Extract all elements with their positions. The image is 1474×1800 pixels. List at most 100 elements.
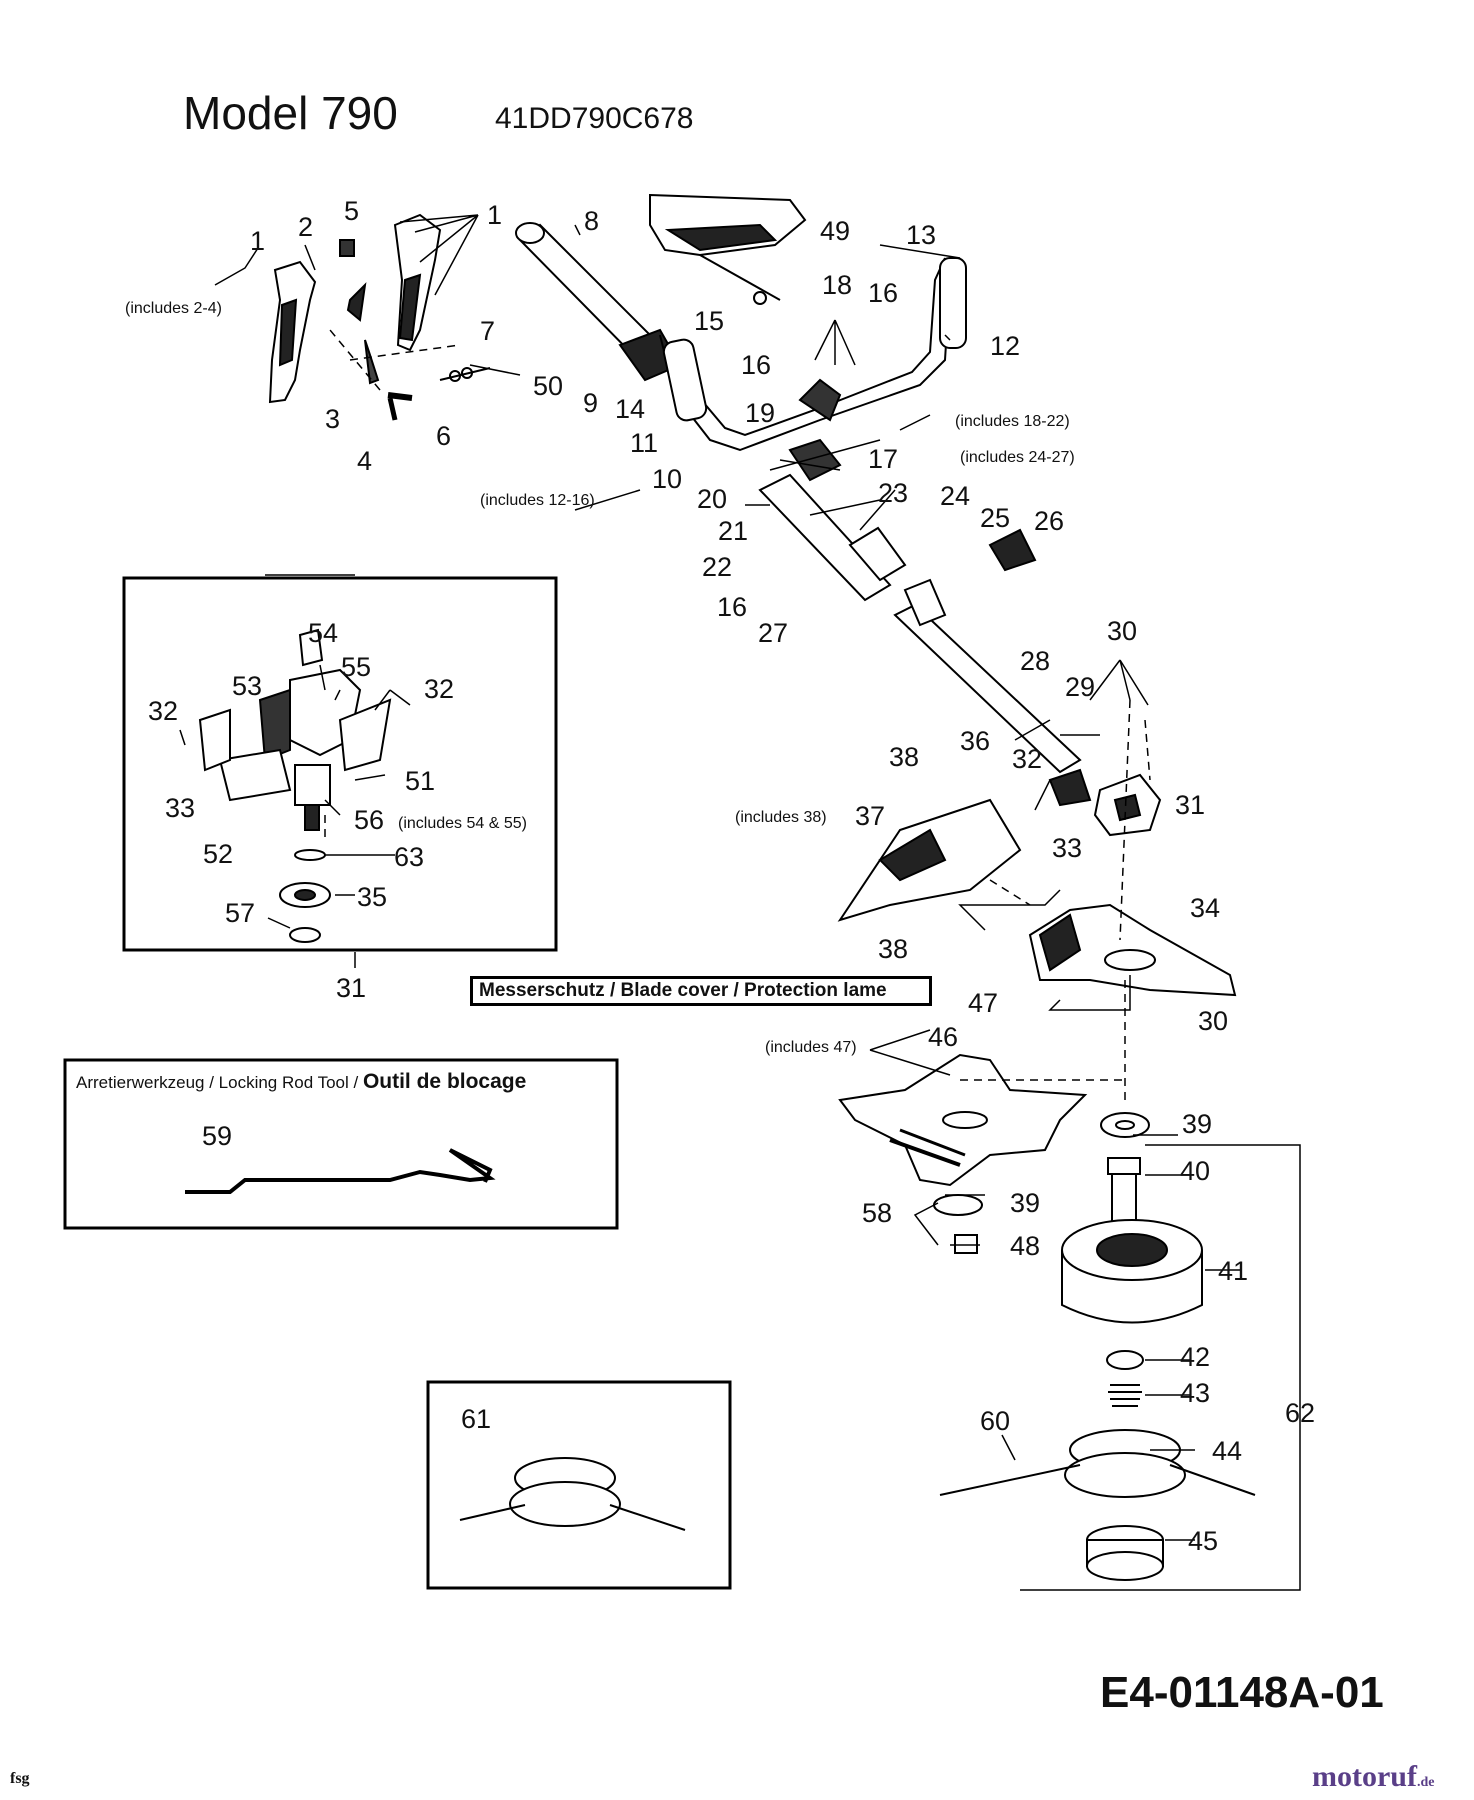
callout-19: 19	[745, 398, 775, 428]
callout-26: 26	[1034, 506, 1064, 536]
note-includes-18-22: (includes 18-22)	[955, 413, 1070, 430]
fsg-mark: fsg	[10, 1770, 30, 1787]
include-notes: (includes 2-4) (includes 12-16) (include…	[125, 300, 1075, 1056]
callout-46: 46	[928, 1022, 958, 1052]
blade-cover-label: Messerschutz / Blade cover / Protection …	[470, 976, 932, 1006]
tool-caption-fr: Outil de blocage	[362, 1070, 527, 1093]
callout-39b: 39	[1010, 1188, 1040, 1218]
callout-55: 55	[341, 652, 371, 682]
callout-28: 28	[1020, 646, 1050, 676]
callout-8: 8	[584, 206, 599, 236]
note-includes-47: (includes 47)	[765, 1039, 857, 1056]
callout-32c: 32	[424, 674, 454, 704]
note-includes-2-4: (includes 2-4)	[125, 300, 222, 317]
callout-49: 49	[820, 216, 850, 246]
document-code: E4-01148A-01	[1100, 1668, 1384, 1717]
callout-25: 25	[980, 503, 1010, 533]
callout-52: 52	[203, 839, 233, 869]
callout-14: 14	[615, 394, 645, 424]
callout-29: 29	[1065, 672, 1095, 702]
callout-62: 62	[1285, 1398, 1315, 1428]
callout-6: 6	[436, 421, 451, 451]
callout-3: 3	[325, 404, 340, 434]
callout-58: 58	[862, 1198, 892, 1228]
callout-1b: 1	[487, 200, 502, 230]
callout-34: 34	[1190, 893, 1220, 923]
callout-44: 44	[1212, 1436, 1242, 1466]
gear-head-31	[1048, 768, 1162, 837]
trimmer-spool-61	[459, 1457, 686, 1531]
callout-47: 47	[968, 988, 998, 1018]
locking-rod	[185, 1148, 496, 1194]
callout-20: 20	[697, 484, 727, 514]
callout-9: 9	[583, 388, 598, 418]
callout-33b: 33	[165, 793, 195, 823]
handle-bar	[659, 257, 967, 482]
callout-33a: 33	[1052, 833, 1082, 863]
callout-56: 56	[354, 805, 384, 835]
throttle-handle	[268, 213, 491, 421]
callout-32b: 32	[148, 696, 178, 726]
model-title: Model 790	[183, 87, 398, 139]
callout-32a: 32	[1012, 744, 1042, 774]
callout-16a: 16	[868, 278, 898, 308]
callout-59: 59	[202, 1121, 232, 1151]
callout-48: 48	[1010, 1231, 1040, 1261]
gearhead-inset-frame	[122, 576, 558, 952]
callout-10: 10	[652, 464, 682, 494]
callouts: 1 1 2 3 4 5 6 7 8 9 10 11 12 13 14 15 16…	[148, 196, 1315, 1556]
dashed-lines	[324, 329, 1151, 1100]
callout-31a: 31	[1175, 790, 1205, 820]
callout-24: 24	[940, 481, 970, 511]
callout-35: 35	[357, 882, 387, 912]
callout-22: 22	[702, 552, 732, 582]
callout-38a: 38	[889, 742, 919, 772]
callout-30a: 30	[1107, 616, 1137, 646]
callout-16b: 16	[741, 350, 771, 380]
callout-61: 61	[461, 1404, 491, 1434]
note-includes-54-55: (includes 54 & 55)	[398, 815, 527, 832]
callout-42: 42	[1180, 1342, 1210, 1372]
callout-50: 50	[533, 371, 563, 401]
callout-11: 11	[630, 428, 658, 458]
guard-34	[1028, 903, 1237, 997]
callout-40: 40	[1180, 1156, 1210, 1186]
callout-21: 21	[718, 516, 748, 546]
callout-57: 57	[225, 898, 255, 928]
callout-45: 45	[1188, 1526, 1218, 1556]
spool-inset-frame	[426, 1380, 732, 1590]
callout-1a: 1	[250, 226, 265, 256]
note-includes-38: (includes 38)	[735, 809, 827, 826]
callout-39a: 39	[1182, 1109, 1212, 1139]
callout-23: 23	[878, 478, 908, 508]
callout-53: 53	[232, 671, 262, 701]
callout-7: 7	[480, 316, 495, 346]
tool-caption: Arretierwerkzeug / Locking Rod Tool / Ou…	[76, 1070, 526, 1094]
callout-16c: 16	[717, 592, 747, 622]
callout-36: 36	[960, 726, 990, 756]
brand-name: motoruf	[1312, 1760, 1417, 1793]
callout-63: 63	[394, 842, 424, 872]
brand-tld: .de	[1416, 1775, 1435, 1790]
callout-31b: 31	[336, 973, 366, 1003]
callout-2: 2	[298, 212, 313, 242]
gearhead-inset	[198, 628, 392, 943]
drive-stack	[933, 1112, 1256, 1581]
callout-27: 27	[758, 618, 788, 648]
callout-18: 18	[822, 270, 852, 300]
callout-4: 4	[357, 446, 372, 476]
callout-12: 12	[990, 331, 1020, 361]
shoulder-harness	[649, 193, 807, 305]
tool-caption-de-en: Arretierwerkzeug / Locking Rod Tool	[76, 1073, 349, 1092]
callout-15: 15	[694, 306, 724, 336]
callout-54: 54	[308, 618, 338, 648]
callout-43: 43	[1180, 1378, 1210, 1408]
callout-17: 17	[868, 444, 898, 474]
blade-46	[838, 1053, 1088, 1187]
tool-caption-sep: /	[348, 1073, 363, 1092]
shaft-clamp	[758, 473, 1082, 774]
note-includes-24-27: (includes 24-27)	[960, 449, 1075, 466]
callout-60: 60	[980, 1406, 1010, 1436]
